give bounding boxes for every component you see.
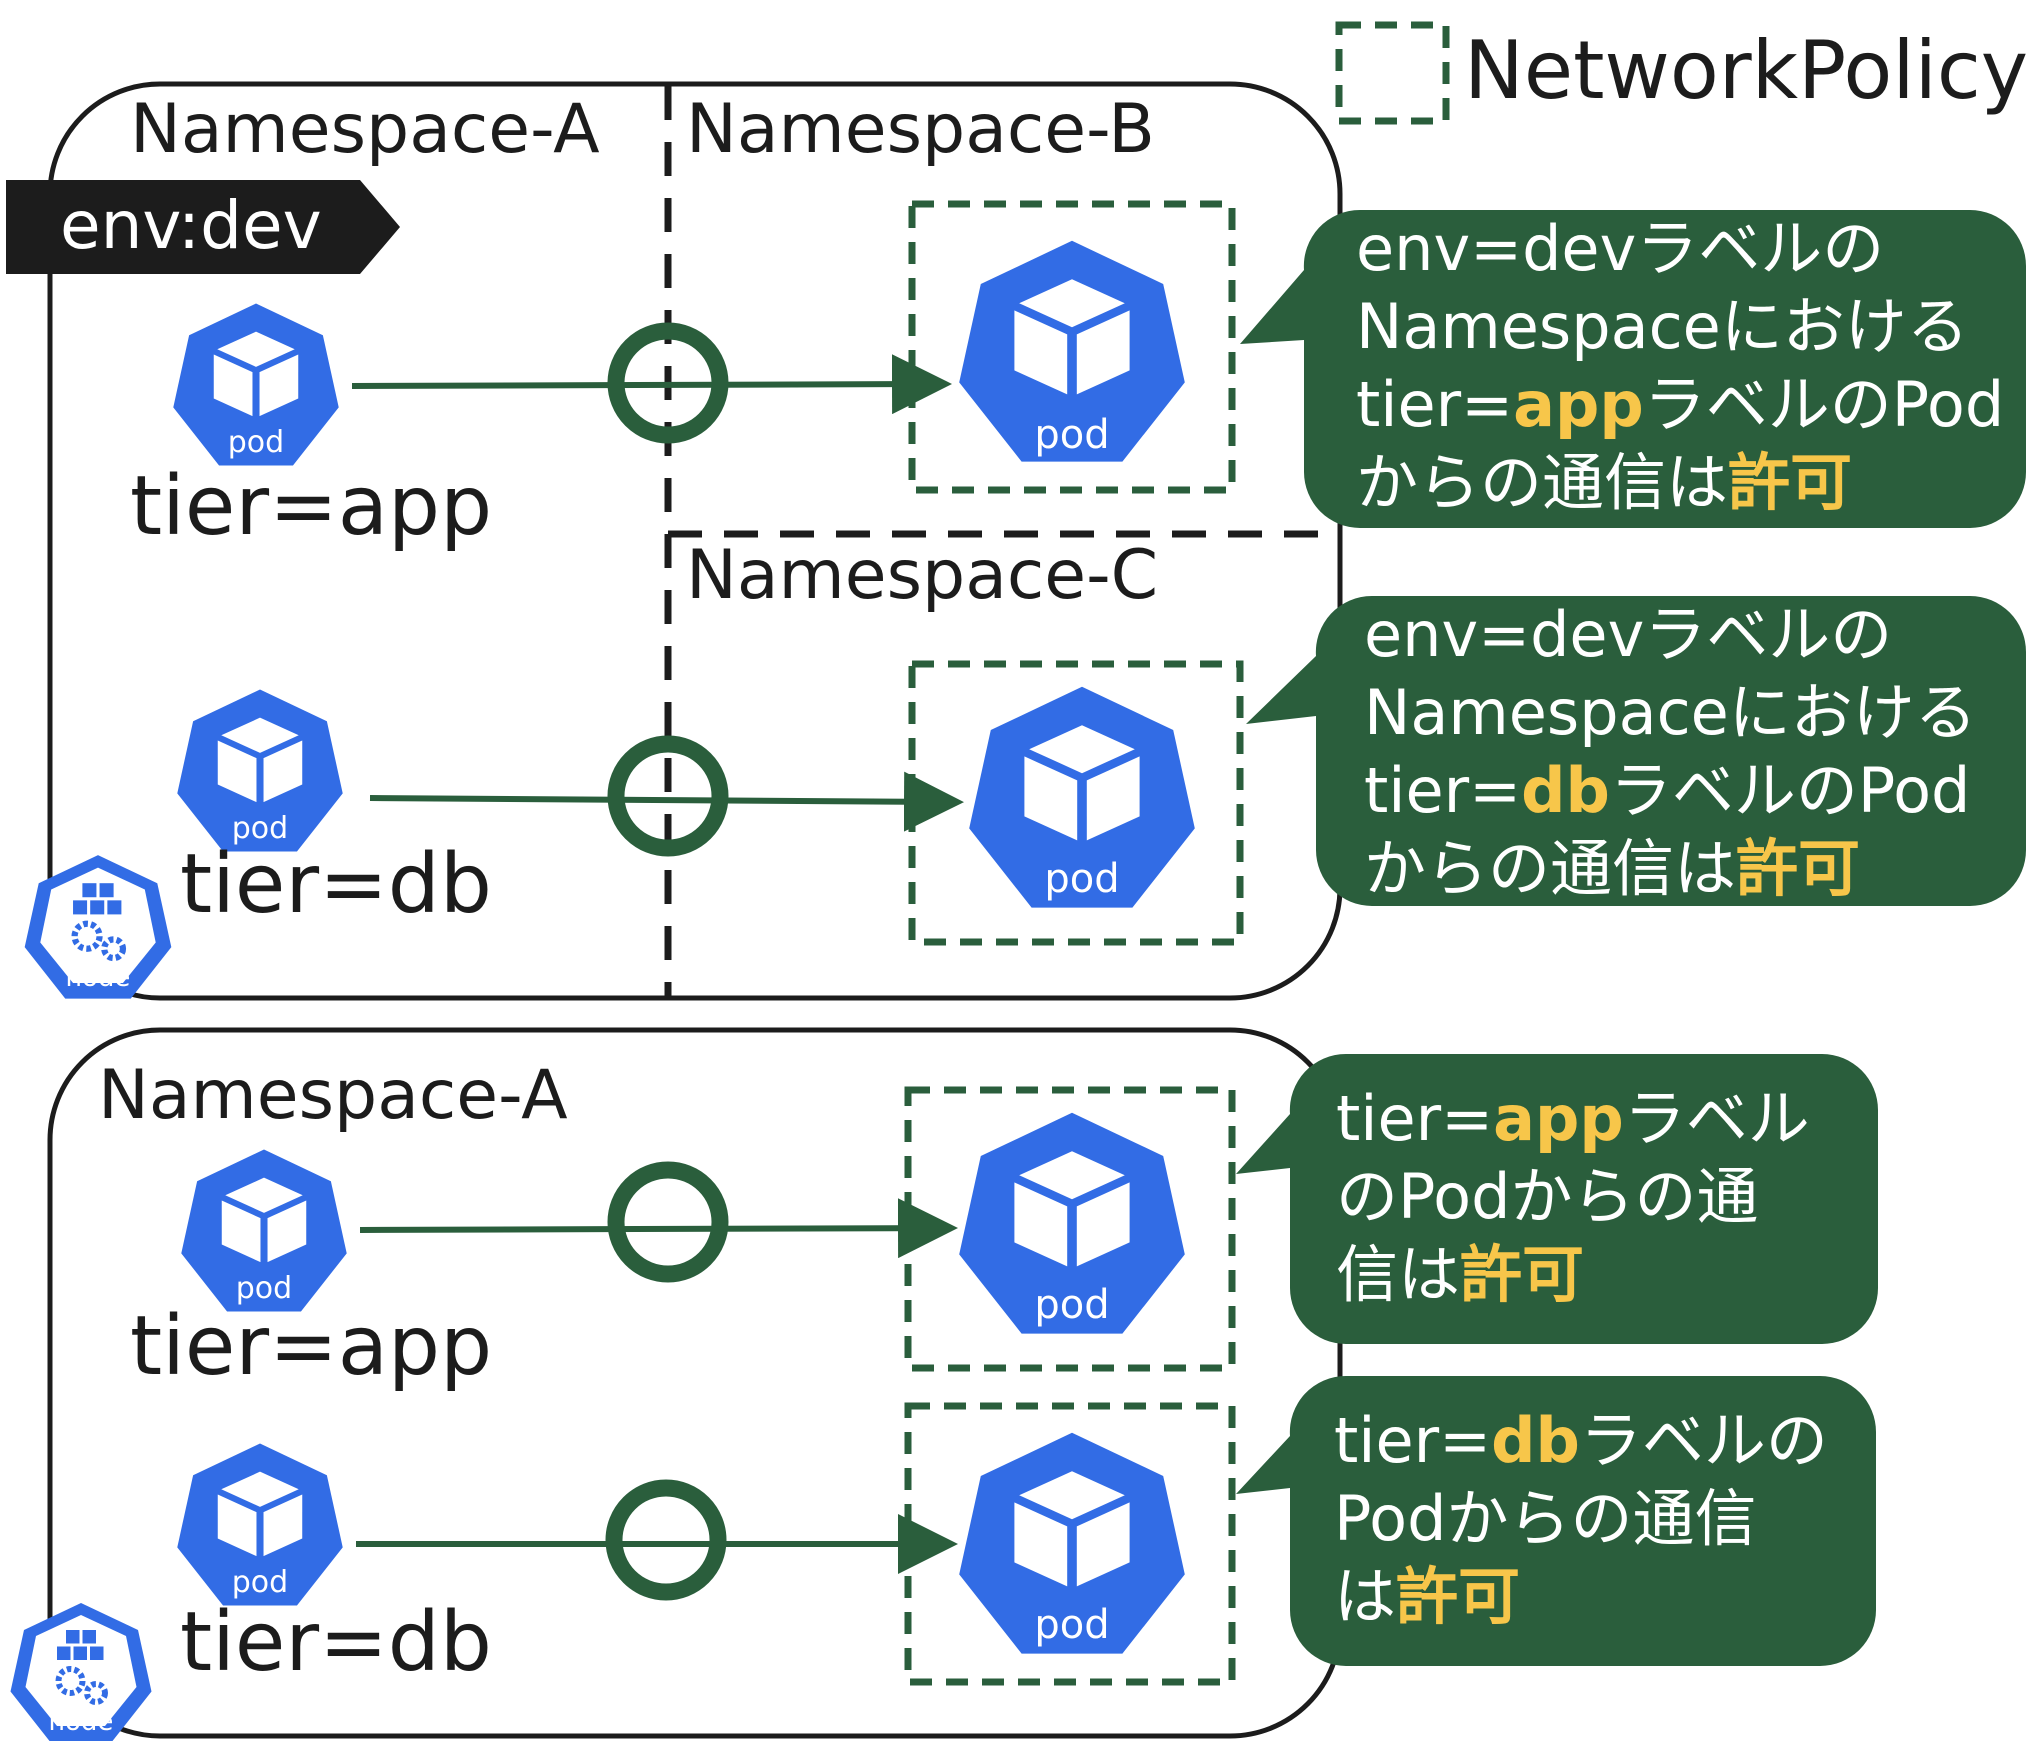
- pod-label: pod: [228, 425, 284, 460]
- bubble-line-2: のPodからの通: [1336, 1160, 1758, 1233]
- namespace-c-title: Namespace-C: [686, 536, 1158, 615]
- target-pod-namespace-c: pod: [969, 686, 1195, 908]
- network-policy-box: [908, 200, 1236, 494]
- bubble-line-1: tier=appラベル: [1336, 1082, 1810, 1155]
- tag-label: env:dev: [60, 187, 322, 264]
- allow-circle-icon: [605, 1479, 727, 1601]
- top-cluster: Namespace-A Namespace-B Namespace-C env:…: [6, 81, 2026, 1001]
- node-label: node: [66, 963, 131, 993]
- network-policy-box: [904, 1402, 1236, 1686]
- label-tier-app: tier=app: [130, 1299, 492, 1394]
- bubble-line-1: env=devラベルの: [1364, 598, 1892, 671]
- traffic-arrow-db: [369, 771, 964, 832]
- bubble-line-3: は許可: [1334, 1560, 1520, 1633]
- policy-bubble-4: tier=dbラベルの Podからの通信 は許可: [1236, 1375, 1876, 1666]
- bubble-shape: [1236, 1053, 1878, 1344]
- pod-label: pod: [1034, 412, 1109, 458]
- bubble-line-1: env=devラベルの: [1356, 212, 1884, 285]
- source-pod-app: pod: [173, 303, 339, 466]
- bubble-line-1: tier=dbラベルの: [1334, 1404, 1828, 1477]
- bottom-cluster: Namespace-A pod tier=app pod tier=db pod…: [11, 1027, 1878, 1741]
- legend: NetworkPolicy: [1335, 21, 2028, 125]
- top-node-boundary: [47, 81, 1343, 1001]
- allow-circle-icon: [607, 735, 729, 857]
- bubble-line-3: tier=dbラベルのPod: [1364, 754, 1970, 827]
- pod-label: pod: [232, 811, 288, 846]
- pod-label: pod: [1034, 1282, 1109, 1328]
- node-badge: node: [25, 855, 172, 999]
- policy-bubble-3: tier=appラベル のPodからの通 信は許可: [1236, 1053, 1878, 1344]
- bubble-shape: [1240, 209, 2026, 528]
- env-dev-tag: env:dev: [6, 180, 400, 274]
- label-tier-db: tier=db: [180, 837, 492, 932]
- node-badge: node: [11, 1603, 152, 1741]
- network-policy-box: [908, 660, 1244, 946]
- pod-label: pod: [1034, 1602, 1109, 1648]
- legend-label: NetworkPolicy: [1464, 24, 2028, 117]
- bubble-line-4: からの通信は許可: [1356, 446, 1852, 519]
- namespace-b-title: Namespace-B: [686, 90, 1155, 169]
- allow-circle-icon: [607, 1161, 729, 1283]
- target-pod-namespace-b: pod: [959, 240, 1185, 462]
- bubble-shape: [1246, 595, 2026, 906]
- source-pod-app: pod: [181, 1149, 347, 1312]
- namespace-a-title: Namespace-A: [130, 90, 600, 169]
- pod-label: pod: [1044, 856, 1119, 902]
- bubble-line-3: 信は許可: [1336, 1238, 1584, 1311]
- label-tier-db: tier=db: [180, 1595, 492, 1690]
- label-tier-app: tier=app: [130, 459, 492, 554]
- source-pod-db: pod: [177, 1443, 343, 1606]
- bubble-line-4: からの通信は許可: [1364, 832, 1860, 905]
- bubble-line-2: Namespaceにおける: [1356, 290, 1969, 363]
- bubble-line-2: Podからの通信: [1334, 1482, 1756, 1555]
- bubble-line-2: Namespaceにおける: [1364, 676, 1977, 749]
- legend-swatch: [1335, 21, 1450, 125]
- pod-label: pod: [236, 1271, 292, 1306]
- pod-label: pod: [232, 1565, 288, 1600]
- network-policy-box: [904, 1086, 1236, 1372]
- tag-shape: [6, 180, 400, 274]
- traffic-arrow-app: [359, 1198, 958, 1259]
- bubble-shape: [1236, 1375, 1876, 1666]
- policy-bubble-2: env=devラベルの Namespaceにおける tier=dbラベルのPod…: [1246, 595, 2026, 906]
- traffic-arrow-app: [351, 354, 952, 415]
- allow-circle-icon: [607, 322, 729, 444]
- source-pod-db: pod: [177, 689, 343, 852]
- policy-bubble-1: env=devラベルの Namespaceにおける tier=appラベルのPo…: [1240, 209, 2026, 528]
- namespace-a-title: Namespace-A: [98, 1056, 568, 1135]
- bubble-line-3: tier=appラベルのPod: [1356, 368, 2004, 441]
- target-pod-app: pod: [959, 1112, 1185, 1334]
- node-label: node: [49, 1707, 114, 1737]
- target-pod-db: pod: [959, 1432, 1185, 1654]
